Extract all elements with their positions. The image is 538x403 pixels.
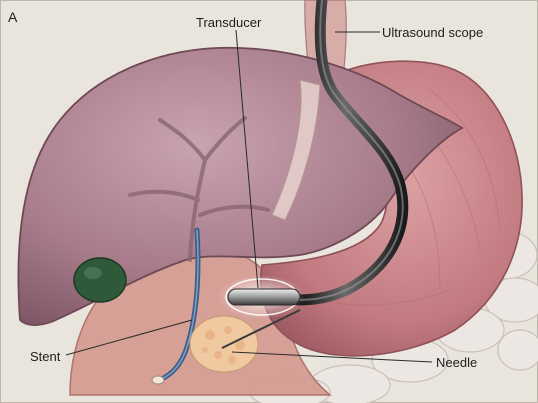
label-needle: Needle bbox=[436, 356, 477, 369]
gallbladder bbox=[74, 258, 126, 302]
panel-letter: A bbox=[8, 10, 17, 24]
transducer bbox=[228, 289, 300, 305]
ampulla bbox=[152, 376, 164, 384]
label-transducer: Transducer bbox=[196, 16, 261, 29]
label-ultrasound-scope: Ultrasound scope bbox=[382, 26, 483, 39]
label-stent: Stent bbox=[30, 350, 60, 363]
pancreatic-mass bbox=[190, 316, 258, 372]
